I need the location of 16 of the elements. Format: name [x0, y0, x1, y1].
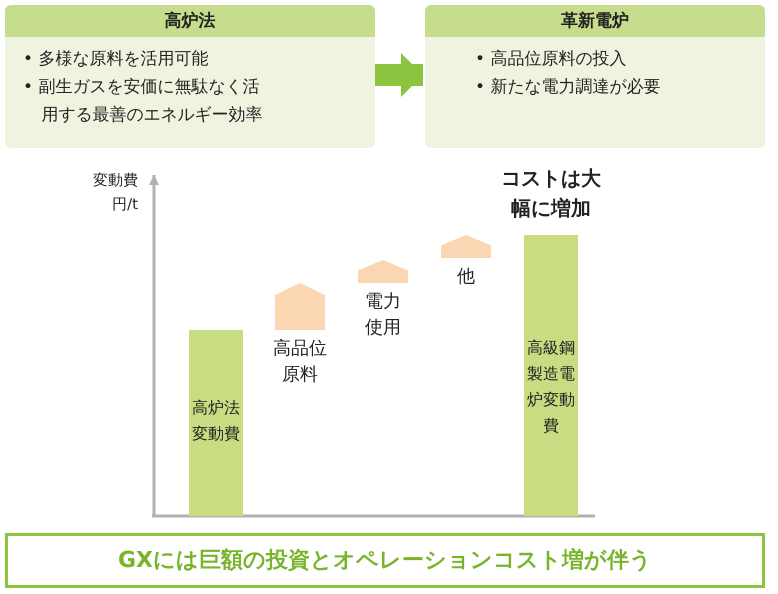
- chart-annotation: コストは大幅に増加: [500, 165, 602, 222]
- bar-label: 電力使用: [364, 290, 402, 340]
- card-heading: 革新電炉: [425, 5, 765, 37]
- bar-label: 高級鋼製造電炉変動費: [526, 337, 576, 437]
- bar-label: 他: [456, 265, 476, 289]
- bullet-item: • 多様な原料を活用可能: [23, 48, 210, 71]
- axis-label: 変動費円/t: [92, 170, 138, 215]
- summary-banner: GXには巨額の投資とオペレーションコスト増が伴う: [5, 533, 765, 588]
- bullet-item: • 副生ガスを安価に無駄なく活用する最善のエネルギー効率: [23, 76, 264, 127]
- bar-label: 高炉法変動費: [191, 397, 241, 445]
- bar-label: 高品位原料: [272, 337, 328, 387]
- cost-bar: [189, 330, 243, 516]
- bullet-item: • 高品位原料の投入: [475, 48, 628, 71]
- bullet-item: • 新たな電力調達が必要: [475, 76, 662, 99]
- arrow: [375, 53, 423, 97]
- card-heading: 高炉法: [5, 5, 375, 37]
